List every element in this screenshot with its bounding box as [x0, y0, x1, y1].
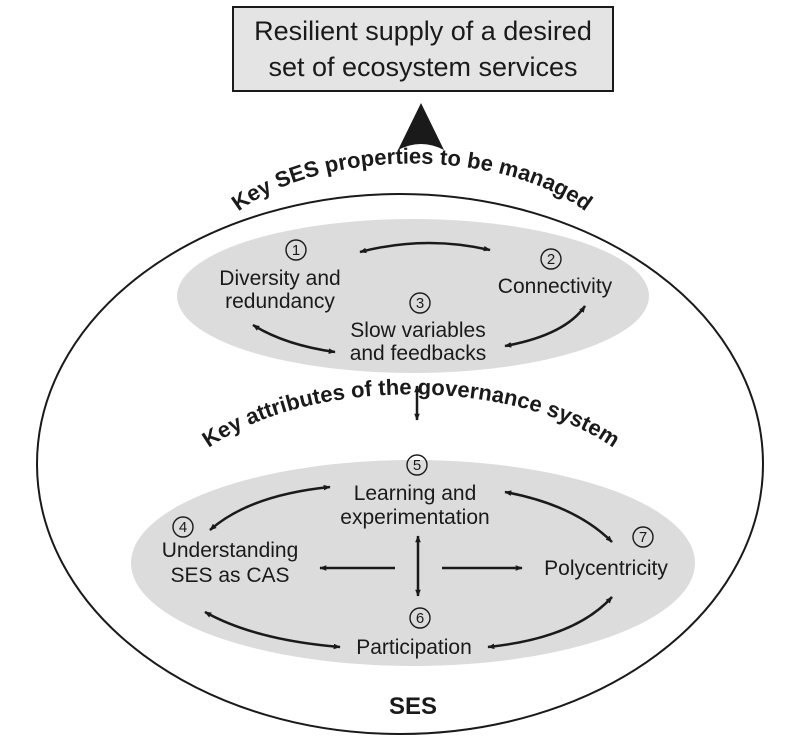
arrow-connectivity-slowvariables	[504, 305, 587, 348]
ses-label: SES	[389, 693, 437, 720]
label-slowvariables-line1: Slow variables	[350, 319, 485, 342]
label-participation: Participation	[356, 636, 472, 659]
number-circle-6	[409, 607, 431, 629]
arrow-diversity-slowvariables	[252, 323, 336, 354]
arrow-learning-polycentricity	[504, 490, 613, 543]
goal-line1: Resilient supply of a desired	[254, 16, 592, 46]
number-circle-1	[285, 239, 307, 261]
label-connectivity: Connectivity	[498, 275, 613, 298]
upward-arrow-icon	[398, 103, 444, 150]
number-1: 1	[292, 242, 300, 259]
number-4: 4	[179, 519, 187, 536]
label-slowvariables-line2: and feedbacks	[350, 342, 487, 365]
number-circle-7	[632, 526, 654, 548]
number-circle-2	[540, 248, 562, 270]
number-circle-3	[409, 292, 431, 314]
number-circle-4	[172, 516, 194, 538]
goal-line2: set of ecosystem services	[268, 52, 578, 82]
number-3: 3	[416, 295, 424, 312]
arrow-understanding-participation	[204, 610, 341, 650]
label-learning-line1: Learning and	[354, 482, 477, 505]
label-diversity-line1: Diversity and	[219, 267, 340, 290]
number-circle-5	[406, 454, 428, 476]
arrow-diversity-connectivity	[359, 241, 491, 254]
label-learning-line2: experimentation	[340, 506, 489, 529]
label-understanding-line1: Understanding	[162, 539, 299, 562]
number-6: 6	[416, 610, 424, 627]
number-2: 2	[547, 251, 555, 268]
ses-outer-ellipse	[36, 193, 764, 735]
goal-box: Resilient supply of a desired set of eco…	[232, 6, 614, 92]
number-5: 5	[413, 457, 421, 474]
arrow-participation-polycentricity	[487, 596, 613, 650]
label-understanding-line2: SES as CAS	[170, 564, 289, 587]
arrow-understanding-learning	[209, 484, 331, 531]
label-polycentricity: Polycentricity	[544, 557, 668, 580]
properties-title: Key SES properties to be managed	[227, 144, 597, 216]
governance-title: Key attributes of the governance system	[198, 374, 625, 452]
label-diversity-line2: redundancy	[225, 290, 335, 313]
number-7: 7	[639, 529, 647, 546]
